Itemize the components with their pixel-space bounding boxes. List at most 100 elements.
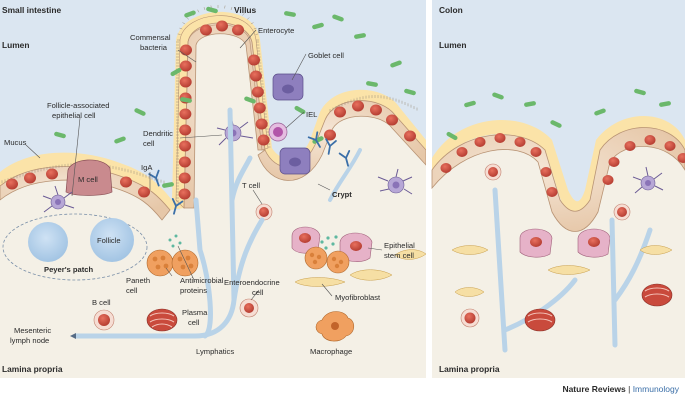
colon-plasma-cell-2: [641, 283, 673, 307]
dendritic-cell-label-1: Dendritic: [143, 129, 173, 138]
mesenteric-label-2: lymph node: [10, 336, 49, 345]
enteroendocrine-label-2: cell: [252, 288, 264, 297]
iga-antibody: [325, 138, 337, 155]
iga-antibody: [307, 131, 321, 148]
peyers-patch-outline: [2, 213, 148, 281]
microvillus: [182, 22, 186, 25]
bacterium: [114, 136, 126, 144]
colon-lymphatics: [492, 187, 653, 353]
goblet-cell-label: Goblet cell: [308, 51, 344, 60]
colon-epithelial-nucleus: [608, 157, 620, 167]
follicle-right: [90, 218, 134, 262]
epithelial-cells: [6, 20, 416, 200]
colon-epithelial-nucleus: [644, 135, 656, 145]
bacterium: [180, 97, 192, 103]
colon-panel: [431, 0, 685, 378]
epithelial-nucleus: [334, 106, 346, 118]
microvillus: [253, 27, 257, 30]
epithelial-nucleus: [249, 70, 262, 82]
myofibroblast-label: Myofibroblast: [335, 293, 381, 302]
villus-title: Villus: [234, 5, 257, 15]
epithelial-stem-label-2: stem cell: [384, 251, 414, 260]
epithelial-nucleus: [178, 156, 191, 168]
crypt-base-cells: [291, 226, 373, 274]
panel-divider: [426, 0, 432, 378]
microvillus: [230, 7, 233, 11]
bacterium: [492, 92, 504, 100]
dendritic-cell-crypt: [377, 168, 413, 195]
microvillus: [250, 22, 254, 25]
epithelial-nucleus: [138, 186, 150, 198]
epithelial-nucleus: [179, 60, 192, 72]
epithelial-nucleus: [24, 172, 36, 184]
microvillus: [197, 9, 200, 13]
epithelial-nucleus: [120, 176, 132, 188]
colon-dendritic-cell: [632, 166, 664, 194]
microvillus: [242, 13, 245, 16]
colon-epithelial-nucleus: [456, 147, 468, 157]
colon-cell-2-nucleus: [617, 207, 627, 217]
iga-antibody: [171, 198, 184, 215]
bacterium: [524, 101, 536, 107]
lymphatic-vessel: [73, 107, 265, 339]
iga-label: IgA: [141, 163, 153, 172]
colon-epithelial-nucleus: [440, 163, 452, 173]
epithelial-nucleus: [352, 100, 364, 112]
bacterium: [550, 120, 562, 128]
plasma-cell: [146, 308, 178, 332]
enterocyte-label: Enterocyte: [258, 26, 294, 35]
epithelial-stem-label-1: Epithelial: [384, 241, 415, 250]
t-cell-nucleus: [259, 207, 269, 217]
lymph-arrow: [70, 333, 76, 339]
colon-plasma-cell-1: [524, 308, 556, 332]
b-cell-nucleus: [98, 314, 110, 326]
bacterium: [134, 108, 146, 116]
label-leader-lines: [25, 29, 383, 301]
follicle-label: Follicle: [97, 236, 121, 245]
epithelial-nucleus: [404, 130, 416, 142]
epithelial-nucleus: [248, 54, 260, 66]
epithelial-nucleus: [6, 178, 18, 190]
colon-title: Colon: [439, 5, 463, 15]
crypt-lymphatic: [328, 148, 362, 202]
bacterium: [294, 105, 306, 115]
t-cell-label: T cell: [242, 181, 260, 190]
epithelial-nucleus: [251, 86, 264, 98]
colon-cell-1-nucleus: [488, 167, 498, 177]
lamina-propria-label-right: Lamina propria: [439, 364, 500, 374]
colon-plasma-er-2: [644, 287, 670, 298]
epithelial-nucleus: [216, 20, 228, 32]
epithelial-nucleus: [324, 129, 336, 141]
colon-mucus: [432, 116, 685, 213]
colon-epithelial-cells: [440, 133, 685, 197]
epithelial-nucleus: [232, 24, 244, 36]
colon-epithelial-nucleus: [602, 175, 614, 185]
paneth-label-1: Paneth: [126, 276, 150, 285]
bacterium: [634, 88, 646, 96]
colon-myofibroblasts: [451, 245, 673, 297]
bacterium: [594, 108, 606, 116]
colon-epithelial-nucleus: [664, 141, 676, 151]
commensal-label-1: Commensal: [130, 33, 171, 42]
paneth-cells: [146, 234, 199, 277]
microvillus: [246, 17, 250, 20]
lamina-propria-left: [0, 19, 426, 379]
m-cell-label: M cell: [78, 175, 98, 184]
bacterium: [244, 96, 256, 104]
colon-epithelial-nucleus: [474, 137, 486, 147]
epithelial-nucleus: [179, 140, 192, 152]
goblet-cell-lower-nucleus: [289, 157, 301, 167]
bacterium: [54, 131, 66, 139]
epithelial-nucleus: [178, 172, 191, 184]
bacterium: [366, 81, 378, 87]
b-cell-label: B cell: [92, 298, 111, 307]
antimicrobial-label-2: proteins: [180, 286, 207, 295]
iel-label: IEL: [306, 110, 317, 119]
colon-epithelial-nucleus: [624, 141, 636, 151]
colon-plasma-er-1: [527, 312, 553, 323]
epithelial-nucleus: [46, 168, 58, 180]
commensal-bacteria-left: [54, 6, 416, 188]
goblet-cell-upper-nucleus: [282, 84, 294, 94]
crypt-label: Crypt: [332, 190, 352, 199]
microvillus: [224, 5, 226, 9]
